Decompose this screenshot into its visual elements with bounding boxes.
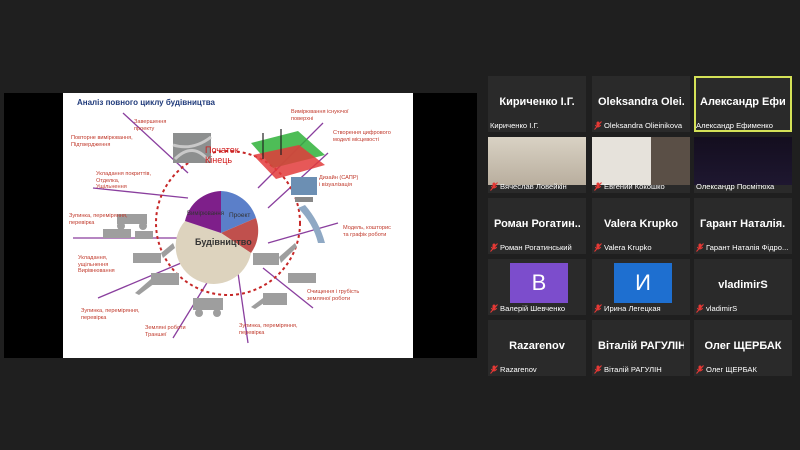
- mic-muted-icon: [490, 303, 498, 313]
- participant-display-name: Valera Krupko: [604, 218, 678, 230]
- pie-label-construction: Будівництво: [195, 237, 252, 247]
- participant-tile[interactable]: Александр Ефи... Александр Ефименко: [694, 76, 792, 132]
- slide-title: Аналіз повного циклу будівництва: [77, 98, 215, 107]
- participant-name: Oleksandra Olieinikova: [604, 120, 683, 130]
- participant-name: Вячеслав Ловейкін: [500, 181, 567, 191]
- participant-name-label: Валерій Шевченко: [490, 302, 565, 314]
- participant-display-name: Razarenov: [509, 340, 565, 352]
- participant-tile[interactable]: Oleksandra Olei... Oleksandra Olieinikova: [592, 76, 690, 132]
- participant-name: Роман Рогатинський: [500, 242, 572, 252]
- label-paving: Укладання покриттів, Отделка, Ущільнення: [96, 171, 152, 191]
- participant-name: Valera Krupko: [604, 242, 652, 252]
- participant-name-label: Valera Krupko: [594, 241, 652, 253]
- participant-name: Евгений Кокошко: [604, 181, 665, 191]
- participant-video: [694, 137, 792, 185]
- participant-name-label: Oleksandra Olieinikova: [594, 119, 682, 131]
- participant-video: [592, 137, 690, 185]
- pie-label-design: Проект: [229, 212, 251, 219]
- mic-muted-icon: [594, 364, 602, 374]
- mic-muted-icon: [696, 364, 704, 374]
- participant-tile[interactable]: Олександр Посмітюха: [694, 137, 792, 193]
- label-earthworks: Земляні роботи Траншеї: [145, 325, 186, 338]
- label-design-cad: Дизайн (САПР) і візуалізація: [319, 175, 359, 188]
- label-stop-3: Зупинка, переміряння, перевірка: [239, 323, 298, 336]
- participant-name-label: Олег ЩЕРБАК: [696, 363, 757, 375]
- participant-display-name: Oleksandra Olei...: [598, 96, 684, 108]
- participant-display-name: Александр Ефи...: [700, 96, 786, 108]
- participant-name: Ирина Легецкая: [604, 303, 661, 313]
- participant-name-label: vladimirS: [696, 302, 737, 314]
- mic-muted-icon: [490, 364, 498, 374]
- participant-name: Александр Ефименко: [696, 120, 773, 130]
- label-cleaning: Очищення і грубість земляної роботи: [307, 289, 360, 302]
- participant-tile[interactable]: Евгений Кокошко: [592, 137, 690, 193]
- label-model-cost: Модель, кошторис та графік роботи: [343, 225, 391, 238]
- participant-tile[interactable]: Гарант Наталія... Гарант Наталія Фідро...: [694, 198, 792, 254]
- participant-name: Олександр Посмітюха: [696, 181, 775, 191]
- participant-name-label: Вячеслав Ловейкін: [490, 180, 567, 192]
- mic-muted-icon: [696, 242, 704, 252]
- label-remeasure: Повторне вимірювання, Підтвердження: [71, 135, 133, 148]
- label-stop-2: Зупинка, переміряння, перевірка: [81, 308, 140, 321]
- mic-muted-icon: [696, 303, 704, 313]
- participant-tile[interactable]: Кириченко І.Г. Кириченко І.Г.: [488, 76, 586, 132]
- mic-muted-icon: [594, 303, 602, 313]
- participant-name-label: Евгений Кокошко: [594, 180, 665, 192]
- participant-name: Віталій РАГУЛІН: [604, 364, 662, 374]
- lifecycle-diagram: [73, 112, 339, 344]
- participant-name: vladimirS: [706, 303, 738, 313]
- participant-tile[interactable]: Вячеслав Ловейкін: [488, 137, 586, 193]
- mic-muted-icon: [594, 181, 602, 191]
- participant-display-name: Віталій РАГУЛІН: [598, 340, 684, 352]
- presentation-slide: Аналіз повного циклу будівництва: [63, 93, 413, 358]
- label-digital-model: Створення цифрового моделі місцевості: [333, 130, 391, 143]
- label-completion: Завершення проекту: [134, 119, 167, 132]
- participant-name: Гарант Наталія Фідро...: [706, 242, 789, 252]
- participant-name: Олег ЩЕРБАК: [706, 364, 757, 374]
- mic-muted-icon: [594, 120, 602, 130]
- label-survey: Вимірювання існуючої поверхні: [291, 109, 349, 122]
- participant-tile[interactable]: Роман Рогатин... Роман Рогатинський: [488, 198, 586, 254]
- participant-tile[interactable]: Віталій РАГУЛІН Віталій РАГУЛІН: [592, 320, 690, 376]
- participant-name-label: Віталій РАГУЛІН: [594, 363, 662, 375]
- participant-video: [488, 137, 586, 185]
- participant-tile[interactable]: Олег ЩЕРБАК Олег ЩЕРБАК: [694, 320, 792, 376]
- pie-label-measure: Вимірювання: [187, 211, 224, 217]
- mic-muted-icon: [490, 181, 498, 191]
- participant-name: Кириченко І.Г.: [490, 120, 539, 130]
- participant-avatar: И: [614, 263, 672, 303]
- participant-tile[interactable]: vladimirS vladimirS: [694, 259, 792, 315]
- participant-name-label: Александр Ефименко: [696, 119, 773, 131]
- participant-name-label: Кириченко І.Г.: [490, 119, 539, 131]
- participant-display-name: Кириченко І.Г.: [499, 96, 575, 108]
- participant-display-name: vladimirS: [718, 279, 768, 291]
- participant-name-label: Гарант Наталія Фідро...: [696, 241, 788, 253]
- start-end-label: Початок Кінець: [205, 145, 239, 165]
- mic-muted-icon: [490, 242, 498, 252]
- participant-name-label: Роман Рогатинський: [490, 241, 572, 253]
- participant-name-label: Razarenov: [490, 363, 537, 375]
- participant-name: Валерій Шевченко: [500, 303, 566, 313]
- participant-display-name: Олег ЩЕРБАК: [704, 340, 782, 352]
- participant-name: Razarenov: [500, 364, 537, 374]
- participant-name-label: Олександр Посмітюха: [696, 180, 774, 192]
- label-compaction: Укладання, ущільнення Вирівнювання: [78, 255, 115, 275]
- participant-name-label: Ирина Легецкая: [594, 302, 661, 314]
- mic-muted-icon: [594, 242, 602, 252]
- participant-display-name: Гарант Наталія...: [700, 218, 786, 230]
- label-stop-1: Зупинка, переміряння, перевірка: [69, 213, 128, 226]
- participant-display-name: Роман Рогатин...: [494, 218, 580, 230]
- participant-avatar: В: [510, 263, 568, 303]
